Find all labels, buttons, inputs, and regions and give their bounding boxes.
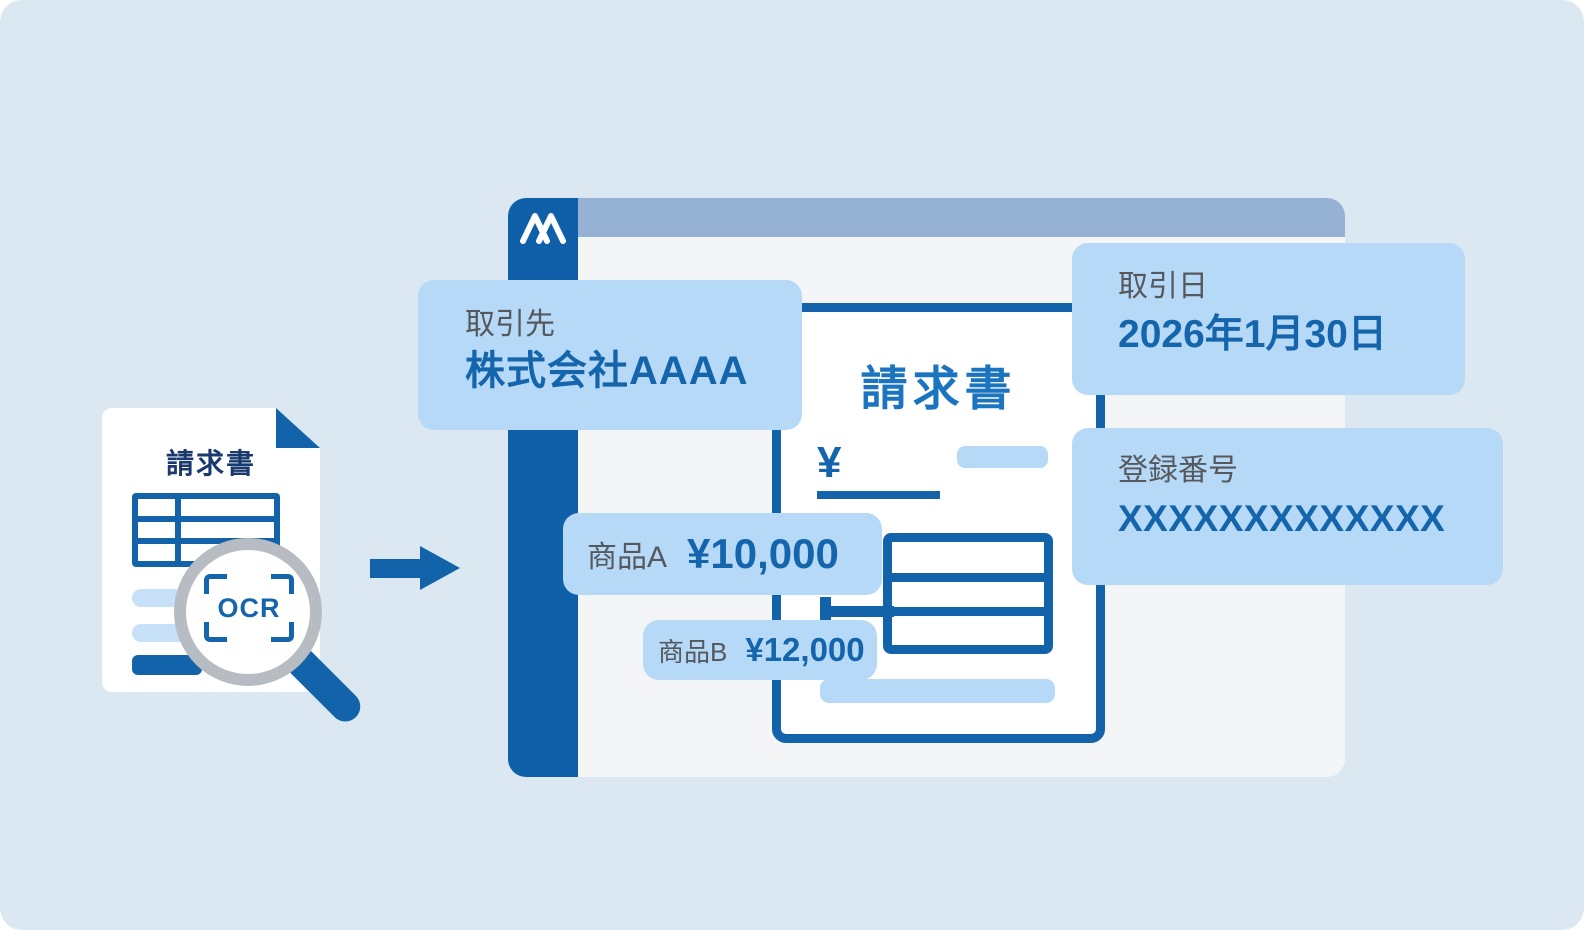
callout-transaction-date-value: 2026年1月30日 (1118, 313, 1387, 356)
arrow-head (420, 546, 460, 590)
scan-corner-icon (204, 574, 227, 594)
callout-vendor-label: 取引先 (465, 308, 555, 341)
callout-item-a: 商品A ¥10,000 (563, 513, 882, 595)
arrow-shaft (370, 559, 422, 578)
ocr-label: OCR (217, 592, 281, 623)
scan-corner-icon (271, 574, 294, 594)
scan-corner-icon (204, 622, 227, 642)
scan-frame-icon: OCR (204, 574, 294, 642)
callout-vendor: 取引先 株式会社AAAA (418, 280, 802, 430)
table-row-divider (138, 538, 274, 544)
callout-vendor-value: 株式会社AAAA (465, 349, 749, 393)
connector-line (820, 606, 894, 617)
field-placeholder (957, 446, 1048, 468)
magnifier-icon: OCR (174, 538, 322, 686)
table-row-divider (892, 607, 1044, 616)
callout-item-a-value: ¥10,000 (687, 530, 839, 577)
callout-registration-number-label: 登録番号 (1118, 454, 1238, 487)
table-row-divider (892, 573, 1044, 582)
callout-item-b: 商品B ¥12,000 (643, 620, 877, 680)
callout-registration-number: 登録番号 XXXXXXXXXXXXX (1072, 428, 1503, 585)
scan-corner-icon (271, 622, 294, 642)
callout-item-b-label: 商品B (658, 636, 728, 667)
table-row-divider (138, 516, 274, 522)
field-placeholder (820, 679, 1055, 703)
flow-arrow-icon (370, 546, 460, 590)
invoice-amount-yen: ¥ (817, 438, 842, 487)
callout-item-a-label: 商品A (587, 541, 668, 574)
source-invoice-title: 請求書 (165, 448, 256, 479)
invoice-title: 請求書 (860, 362, 1017, 415)
callout-registration-number-value: XXXXXXXXXXXXX (1118, 498, 1446, 539)
amount-underline (817, 491, 940, 499)
app-topbar (578, 198, 1345, 237)
moneyforward-logo-icon (520, 213, 566, 244)
callout-transaction-date: 取引日 2026年1月30日 (1072, 243, 1465, 395)
table-column-divider (175, 499, 181, 561)
total-line-placeholder (132, 655, 202, 675)
invoice-line-items-table (883, 533, 1053, 654)
callout-item-b-value: ¥12,000 (745, 631, 865, 668)
callout-transaction-date-label: 取引日 (1118, 270, 1208, 303)
page-fold-icon (276, 408, 320, 448)
